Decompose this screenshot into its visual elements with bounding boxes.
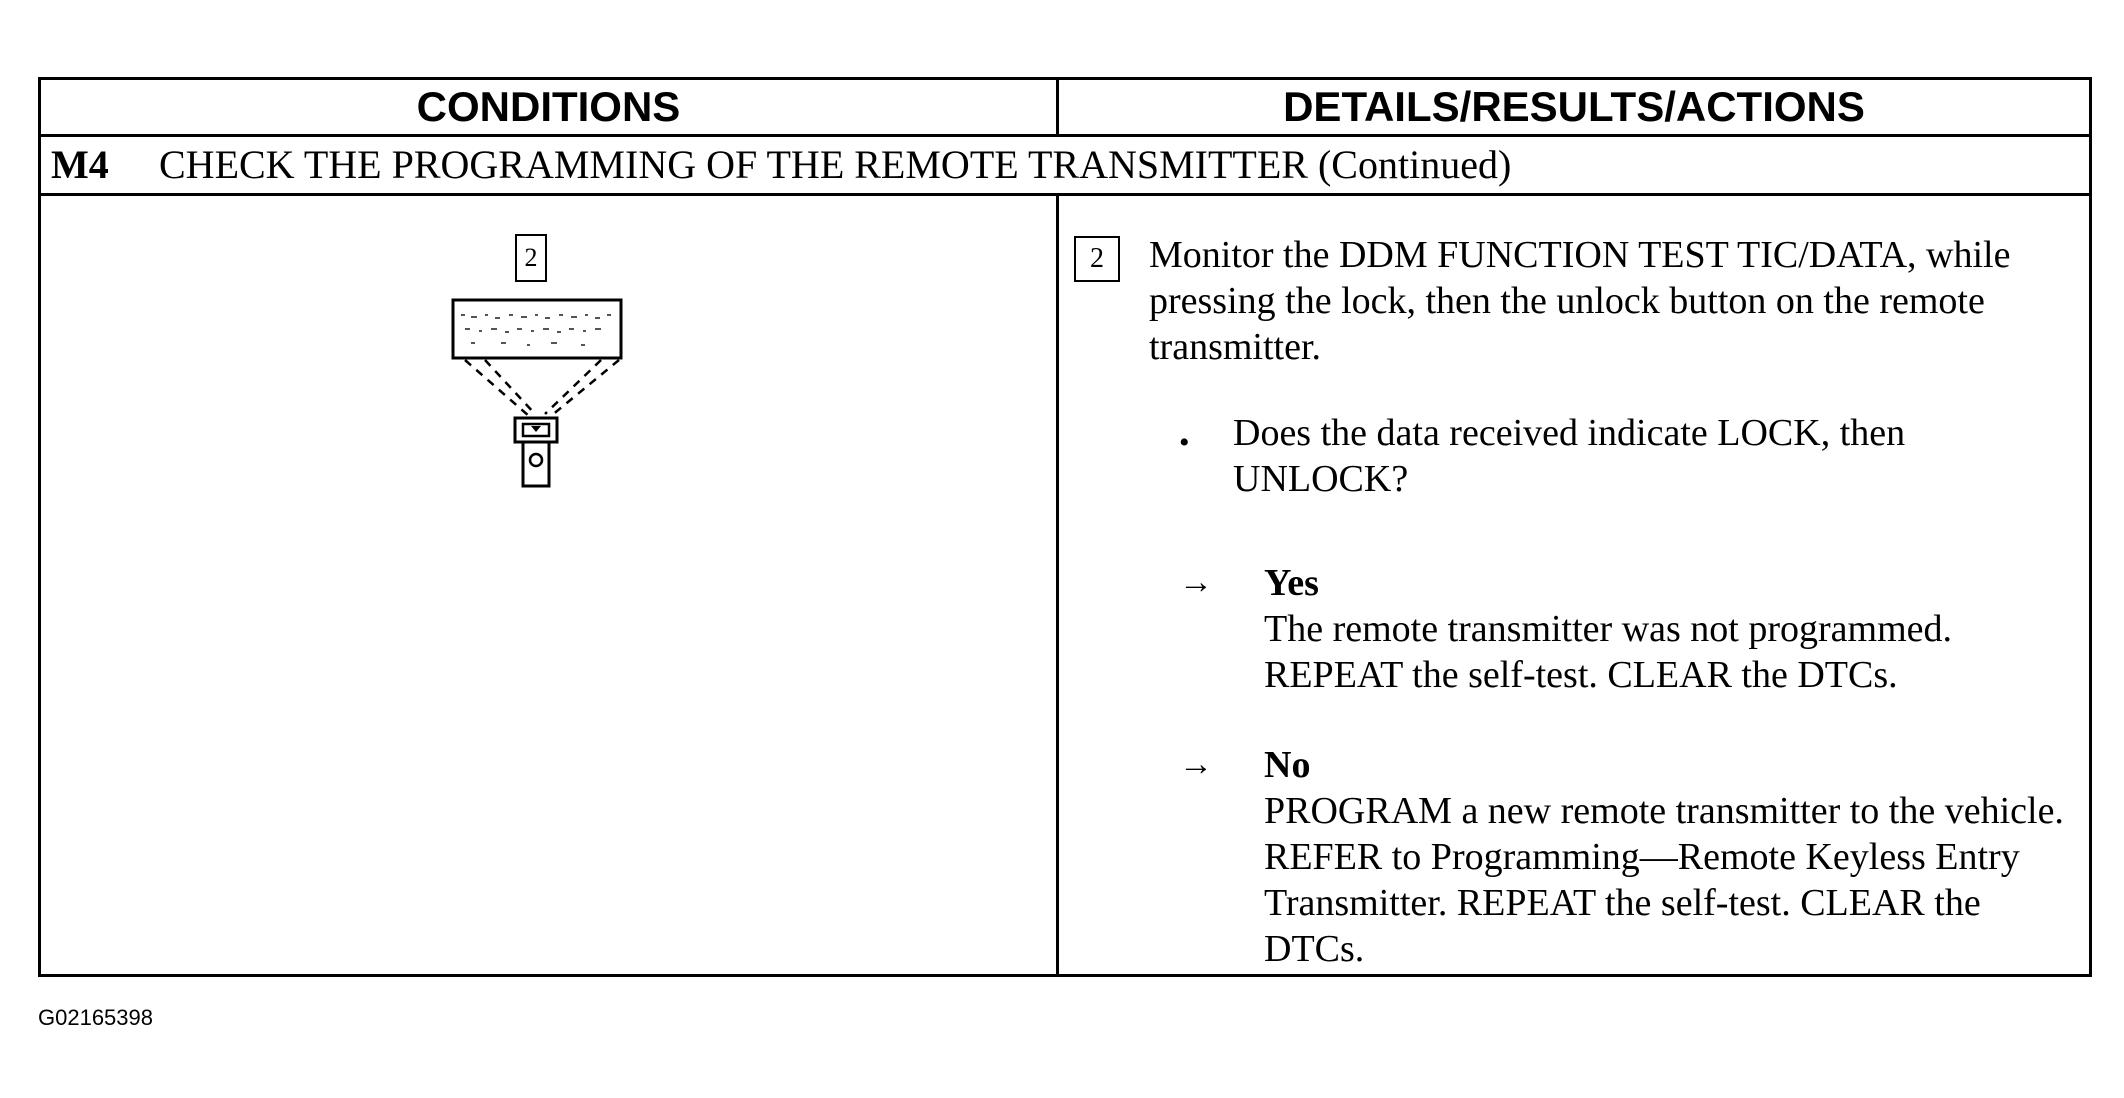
- diagnostic-table: CONDITIONS DETAILS/RESULTS/ACTIONS M4 CH…: [38, 77, 2092, 977]
- arrow-right-icon: →: [1179, 564, 1213, 601]
- table-body: 2: [41, 196, 2089, 974]
- yes-label: Yes: [1264, 562, 1319, 604]
- column-divider: [1056, 196, 1059, 974]
- figure-id: G02165398: [38, 1005, 153, 1030]
- display-pixel-noise: [461, 314, 611, 346]
- conditions-cell: 2: [41, 196, 1056, 974]
- step-number-box: 2: [1074, 236, 1120, 282]
- step-question: Does the data received indicate LOCK, th…: [1233, 412, 1906, 500]
- table-header: CONDITIONS DETAILS/RESULTS/ACTIONS: [41, 80, 2089, 137]
- details-cell: 2 Monitor the DDM FUNCTION TEST TIC/DATA…: [1059, 196, 2089, 974]
- section-title: CHECK THE PROGRAMMING OF THE REMOTE TRAN…: [159, 142, 1512, 187]
- details-header: DETAILS/RESULTS/ACTIONS: [1283, 83, 1865, 130]
- illustration-step-number: 2: [515, 234, 547, 282]
- header-divider: [1056, 80, 1059, 134]
- conditions-header: CONDITIONS: [416, 83, 681, 130]
- arrow-right-icon: →: [1179, 746, 1213, 783]
- yes-action-text: The remote transmitter was not programme…: [1264, 608, 1953, 696]
- bullet-icon: •: [1179, 426, 1190, 459]
- step-instruction: Monitor the DDM FUNCTION TEST TIC/DATA, …: [1149, 234, 2011, 368]
- no-label: No: [1264, 744, 1311, 786]
- section-heading: M4 CHECK THE PROGRAMMING OF THE REMOTE T…: [41, 137, 2089, 196]
- section-code: M4: [51, 142, 109, 187]
- no-action-text: PROGRAM a new remote transmitter to the …: [1264, 790, 2064, 970]
- remote-transmitter-illustration: [451, 298, 623, 488]
